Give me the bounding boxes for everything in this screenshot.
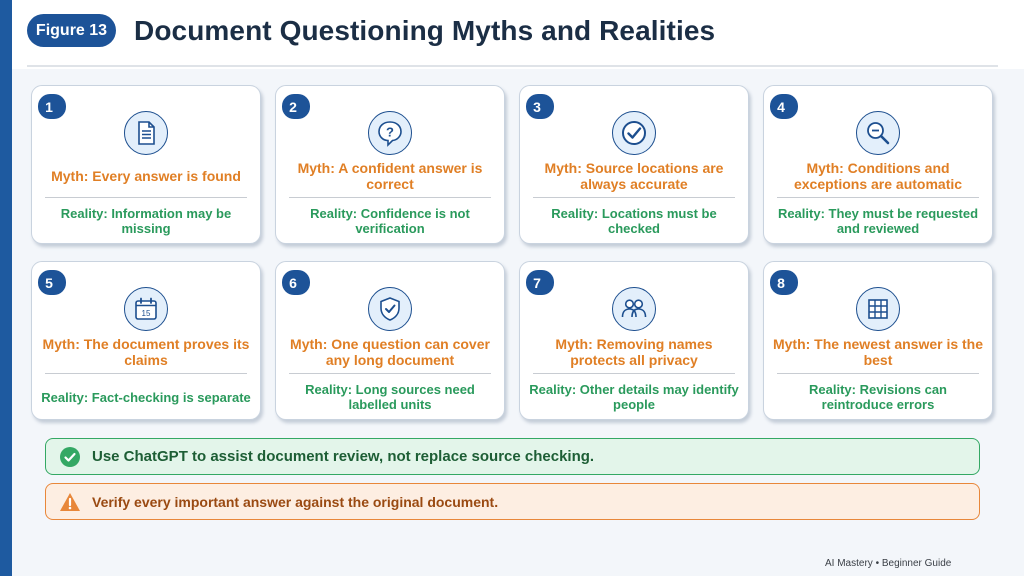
reality-text: Reality: Locations must be checked [551,206,717,236]
card-divider [289,197,491,198]
myth-text: Myth: The newest answer is the best [772,336,984,368]
figure-badge: Figure 13 [27,14,116,47]
card-number: 5 [38,270,66,295]
myth-text: Myth: Source locations are always accura… [544,160,724,192]
document-icon [124,111,168,155]
calendar-icon: 15 [124,287,168,331]
myth-card-5: 5 15 Myth: The document proves its claim… [31,261,261,420]
myth-card-3: 3 Myth: Source locations are always accu… [519,85,749,244]
myth-text: Myth: The document proves its claims [42,336,250,368]
left-accent-bar [0,0,12,576]
card-number: 8 [770,270,798,295]
reality-text: Reality: Information may be missing [60,206,232,236]
page-title: Document Questioning Myths and Realities [134,15,716,46]
question-icon: ? [368,111,412,155]
card-number: 4 [770,94,798,119]
check-circle-icon [59,446,81,468]
myth-card-2: 2 ? Myth: A confident answer is correct … [275,85,505,244]
myth-card-8: 8 Myth: The newest answer is the best Re… [763,261,993,420]
myth-text: Myth: Every answer is found [51,168,241,184]
people-icon [612,287,656,331]
reality-text: Reality: Long sources need labelled unit… [305,382,475,412]
title-divider [27,65,998,67]
card-number: 3 [526,94,554,119]
success-banner-text: Use ChatGPT to assist document review, n… [92,448,595,465]
reality-text: Reality: Revisions can reintroduce error… [809,382,947,412]
card-divider [45,197,247,198]
myth-text: Myth: Removing names protects all privac… [555,336,713,368]
card-divider [533,373,735,374]
card-divider [45,373,247,374]
myth-card-1: 1 Myth: Every answer is found Reality: I… [31,85,261,244]
card-divider [289,373,491,374]
reality-text: Reality: Fact-checking is separate [41,389,251,405]
footer-text: AI Mastery • Beginner Guide [825,558,952,569]
grid-icon [856,287,900,331]
myth-text: Myth: Conditions and exceptions are auto… [793,160,963,192]
myth-card-7: 7 Myth: Removing names protects all priv… [519,261,749,420]
card-number: 6 [282,270,310,295]
myth-text: Myth: One question can cover any long do… [290,336,490,368]
checkmark-icon [612,111,656,155]
myth-card-4: 4 Myth: Conditions and exceptions are au… [763,85,993,244]
warning-banner: Verify every important answer against th… [45,483,980,520]
warning-triangle-icon [59,491,81,513]
svg-text:?: ? [386,125,394,140]
card-number: 7 [526,270,554,295]
reality-text: Reality: Other details may identify peop… [529,382,739,412]
calendar-day: 15 [142,309,151,318]
card-number: 2 [282,94,310,119]
magnifier-icon [856,111,900,155]
myth-text: Myth: A confident answer is correct [297,160,483,192]
card-divider [533,197,735,198]
myth-card-6: 6 Myth: One question can cover any long … [275,261,505,420]
reality-text: Reality: Confidence is not verification [310,206,470,236]
card-divider [777,197,979,198]
success-banner: Use ChatGPT to assist document review, n… [45,438,980,475]
card-divider [777,373,979,374]
warning-banner-text: Verify every important answer against th… [92,493,499,510]
shield-icon [368,287,412,331]
card-number: 1 [38,94,66,119]
reality-text: Reality: They must be requested and revi… [777,206,979,236]
